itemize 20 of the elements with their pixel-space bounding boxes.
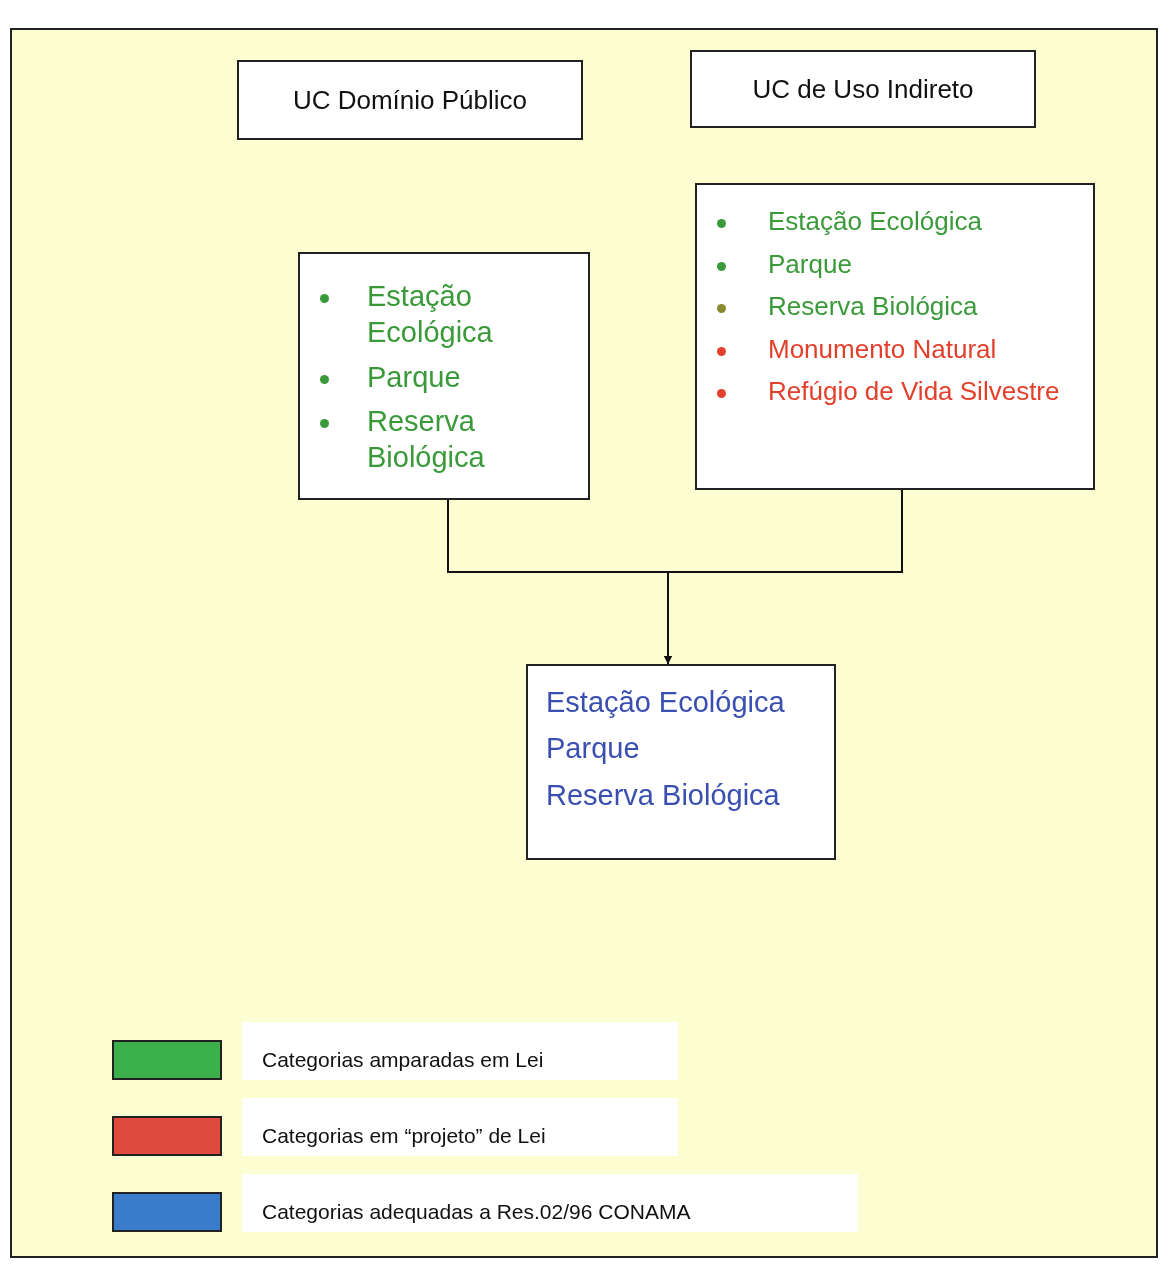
heading-box: UC de Uso Indireto (690, 50, 1036, 128)
category-item: Reserva Biológica (546, 777, 780, 813)
legend-label: Categorias amparadas em Lei (242, 1022, 678, 1080)
category-list-box (526, 664, 836, 860)
legend-label: Categorias adequadas a Res.02/96 CONAMA (242, 1174, 858, 1232)
category-item: Parque (367, 359, 461, 395)
connector-arrow (664, 489, 903, 665)
category-item: Reserva Biológica (367, 403, 486, 475)
category-item: Monumento Natural (768, 332, 997, 365)
category-item: Estação Ecológica (768, 205, 982, 238)
category-list-box (298, 252, 590, 500)
category-item: Estação Ecológica (367, 279, 494, 351)
category-item: Refúgio de Vida Silvestre (768, 375, 1060, 408)
category-item: Parque (768, 247, 852, 280)
category-item: Parque (546, 731, 640, 767)
legend-label: Categorias em “projeto” de Lei (242, 1098, 678, 1156)
category-item: Estação Ecológica (546, 685, 785, 720)
category-list-box (695, 183, 1095, 490)
heading-box: UC Domínio Público (237, 60, 583, 140)
category-item: Reserva Biológica (768, 290, 978, 323)
